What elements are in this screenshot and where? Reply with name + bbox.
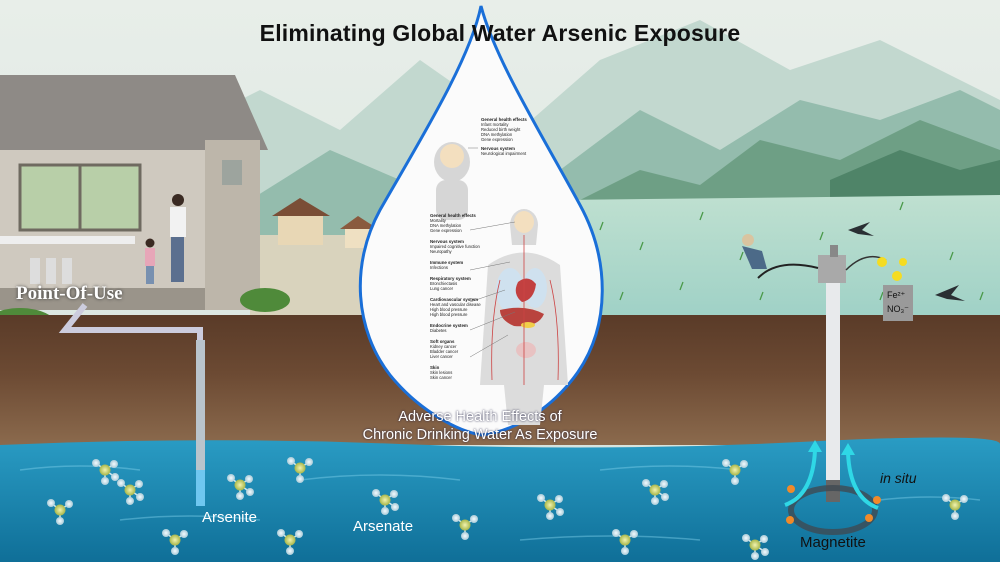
water-layer [0, 437, 1000, 562]
point-of-use-pipe [58, 303, 205, 506]
health-droplet [358, 5, 604, 437]
effect-item: High blood pressure [430, 312, 468, 317]
molecule [117, 479, 144, 505]
effect-item: Gene expression [481, 137, 513, 142]
effect-item: High blood pressure [430, 307, 468, 312]
effect-heading: Immune system [430, 260, 464, 265]
molecule [742, 534, 769, 560]
swallows [848, 222, 965, 301]
in-situ-well [757, 245, 907, 535]
molecule [722, 459, 748, 485]
effect-item: Bladder cancer [430, 349, 459, 354]
effect-heading: Soft organs [430, 339, 455, 344]
molecule [47, 499, 73, 525]
arsenic-molecules [47, 457, 968, 560]
caption-line-2: Chronic Drinking Water As Exposure [362, 427, 598, 443]
rice-field [560, 195, 1000, 318]
effect-item: Gene expression [430, 228, 462, 233]
effect-item: Kidney cancer [430, 344, 457, 349]
effect-item: Heart and vascular disease [430, 302, 481, 307]
molecule [537, 494, 564, 520]
point-of-use-label: Point-Of-Use [16, 283, 123, 304]
adult-figure [480, 209, 568, 425]
molecule [452, 514, 478, 540]
droplet-caption: Adverse Health Effects of Chronic Drinki… [330, 408, 630, 444]
effect-item: Skin lesions [430, 370, 453, 375]
effect-heading: General health effects [481, 117, 527, 122]
nitrate-ion-label: NO₃⁻ [887, 304, 909, 314]
people [145, 194, 186, 284]
molecule [942, 494, 968, 520]
effect-item: Mortality [430, 218, 446, 223]
effect-item: Skin cancer [430, 375, 452, 380]
effect-item: DNA methylation [430, 223, 462, 228]
effect-item: Infections [430, 265, 448, 270]
molecule [372, 489, 399, 515]
effect-item: Diabetes [430, 328, 447, 333]
effect-item: DNA methylation [481, 132, 513, 137]
farmer [742, 234, 767, 269]
ion-box: Fe²⁺ NO₃⁻ [883, 285, 913, 321]
effect-item: Impaired cognitive function [430, 244, 480, 249]
molecule [277, 529, 303, 555]
caption-line-1: Adverse Health Effects of [398, 409, 562, 425]
effect-heading: Nervous system [430, 239, 464, 244]
effect-heading: Endocrine system [430, 323, 468, 328]
arsenate-label: Arsenate [353, 518, 414, 535]
molecule [162, 529, 188, 555]
molecule [92, 459, 119, 485]
molecule [287, 457, 313, 483]
molecule [612, 529, 638, 555]
molecule [227, 474, 254, 500]
effect-heading: Nervous system [481, 146, 515, 151]
effect-item: Neuropathy [430, 249, 452, 254]
effect-heading: Respiratory system [430, 276, 471, 281]
effect-heading: Cardiovascular system [430, 297, 479, 302]
page-title: Eliminating Global Water Arsenic Exposur… [259, 20, 741, 46]
effect-item: Reduced birth weight [481, 127, 521, 132]
effect-heading: Skin [430, 365, 440, 370]
effect-item: Infant mortality [481, 122, 509, 127]
effect-item: Neurological impairment [481, 151, 527, 156]
house [0, 75, 290, 352]
molecule [642, 479, 669, 505]
in-situ-label: in situ [880, 470, 917, 486]
effect-item: Lung cancer [430, 286, 454, 291]
effect-item: Liver cancer [430, 354, 453, 359]
arsenite-label: Arsenite [202, 509, 258, 526]
effect-heading: General health effects [430, 213, 476, 218]
child-figure [434, 142, 470, 220]
effect-item: Bronchiectasis [430, 281, 458, 286]
magnetite-label: Magnetite [800, 534, 866, 551]
fe-ion-label: Fe²⁺ [887, 290, 906, 300]
